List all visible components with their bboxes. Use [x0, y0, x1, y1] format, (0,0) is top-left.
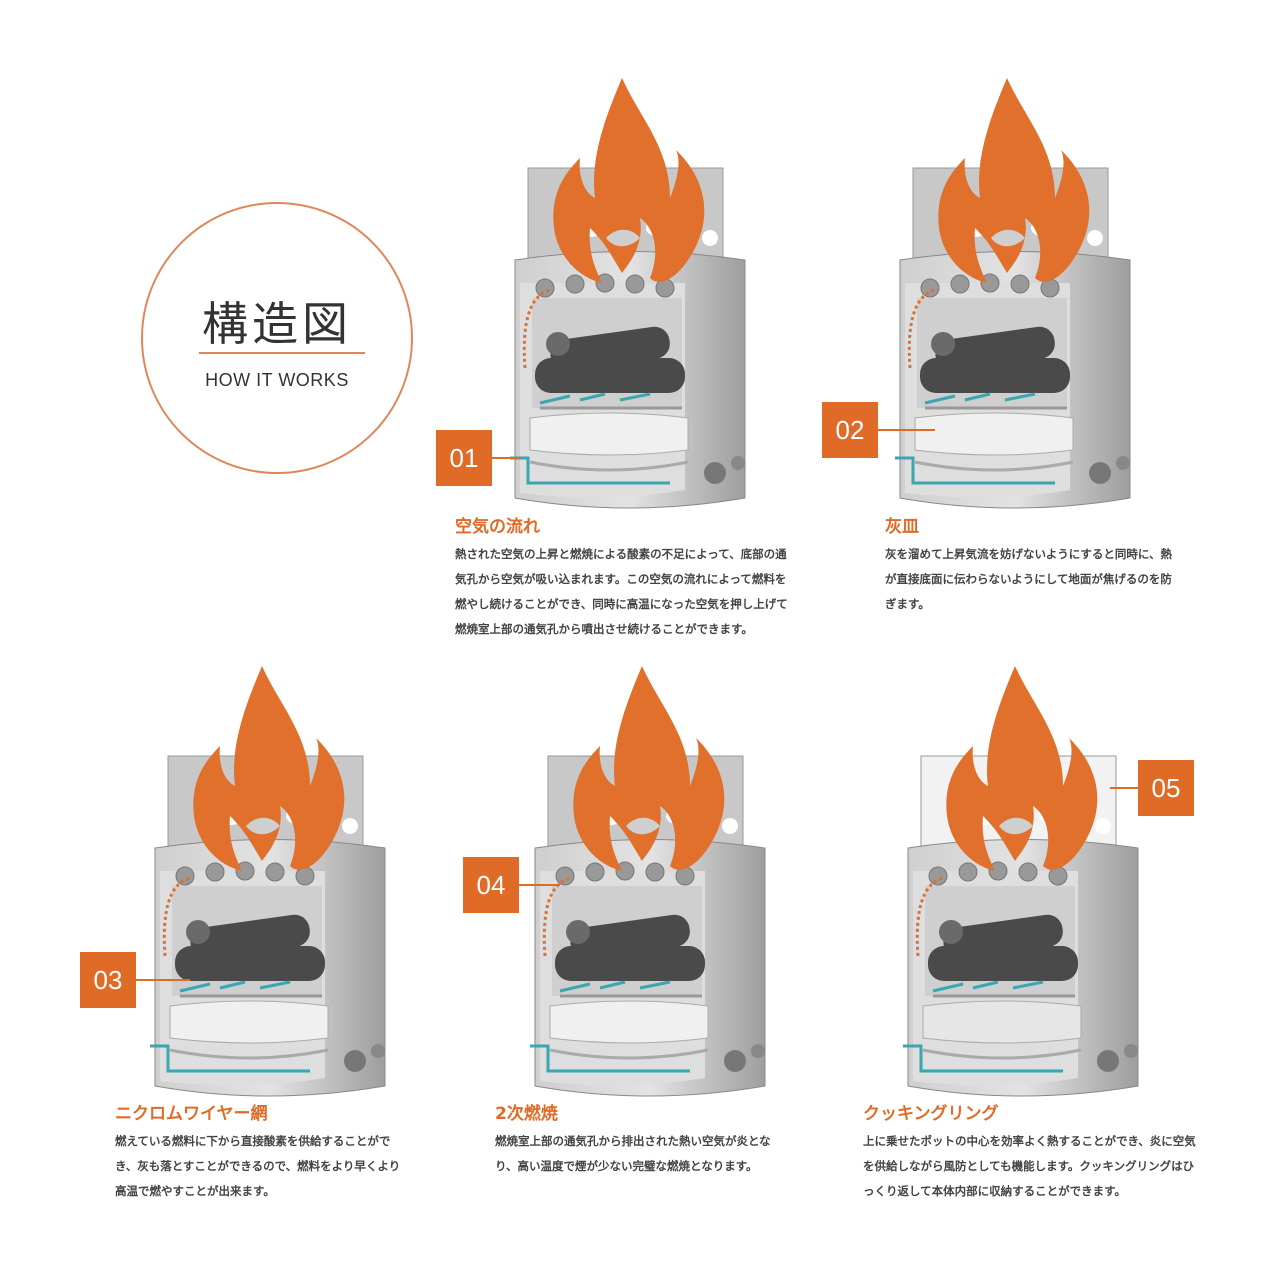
- section-body-cooking-ring: 上に乗せたポットの中心を効率よく熱することができ、炎に空気を供給しながら風防とし…: [863, 1134, 1196, 1198]
- title-divider: [199, 352, 365, 354]
- air-flow: [903, 980, 1063, 1073]
- ash-tray: [549, 1000, 709, 1044]
- flame: [573, 666, 725, 871]
- section-body-ash-tray: 灰を溜めて上昇気流を妨げないようにすると同時に、熱が直接底面に伝わらないようにし…: [885, 547, 1173, 611]
- label-01: 01: [436, 430, 492, 486]
- ash-tray: [169, 1000, 329, 1044]
- section-body-air-flow: 熱された空気の上昇と燃焼による酸素の不足によって、底部の通気孔から空気が吸い込ま…: [455, 547, 788, 636]
- page-subtitle: HOW IT WORKS: [205, 370, 349, 390]
- label-05: 05: [1138, 760, 1194, 816]
- logs: [928, 914, 1078, 981]
- ash-tray: [922, 1000, 1082, 1044]
- ash-tray: [914, 412, 1074, 456]
- air-flow: [530, 980, 690, 1073]
- flame: [553, 78, 705, 283]
- page-title: 構造図: [202, 297, 352, 351]
- logs: [920, 326, 1070, 393]
- section-body-wire-mesh: 燃えている燃料に下から直接酸素を供給することができ、灰も落とすことができるので、…: [115, 1134, 401, 1198]
- air-flow: [150, 980, 310, 1073]
- logs: [555, 914, 705, 981]
- stove-illustration-4: [530, 666, 766, 1097]
- flame: [193, 666, 345, 871]
- section-body-secondary-combustion: 燃焼室上部の通気孔から排出された熱い空気が炎となり、高い温度で煙が少ない完璧な燃…: [495, 1134, 771, 1173]
- stove-illustration-3: [150, 666, 386, 1097]
- flame: [938, 78, 1090, 283]
- stove-illustration-2: [895, 78, 1131, 509]
- hot-air-flow: [907, 288, 936, 369]
- ash-tray: [529, 412, 689, 456]
- section-title-air-flow: 空気の流れ: [455, 517, 540, 537]
- stove-illustration-1: [510, 78, 746, 509]
- label-03: 03: [80, 952, 136, 1008]
- section-title-wire-mesh: ニクロムワイヤー網: [115, 1104, 268, 1124]
- hot-air-flow: [542, 876, 571, 957]
- hot-air-flow: [522, 288, 551, 369]
- section-title-cooking-ring: クッキングリング: [863, 1104, 999, 1124]
- stove-illustration-5: [903, 666, 1139, 1097]
- hot-air-flow: [162, 876, 191, 957]
- label-02: 02: [822, 402, 878, 458]
- air-flow: [895, 392, 1055, 485]
- section-title-ash-tray: 灰皿: [885, 517, 919, 537]
- logs: [175, 914, 325, 981]
- title-circle: 構造図 HOW IT WORKS: [141, 202, 413, 474]
- section-title-secondary-combustion: 2次燃焼: [495, 1104, 558, 1124]
- label-04: 04: [463, 857, 519, 913]
- flame: [946, 666, 1098, 871]
- hot-air-flow: [915, 876, 944, 957]
- logs: [535, 326, 685, 393]
